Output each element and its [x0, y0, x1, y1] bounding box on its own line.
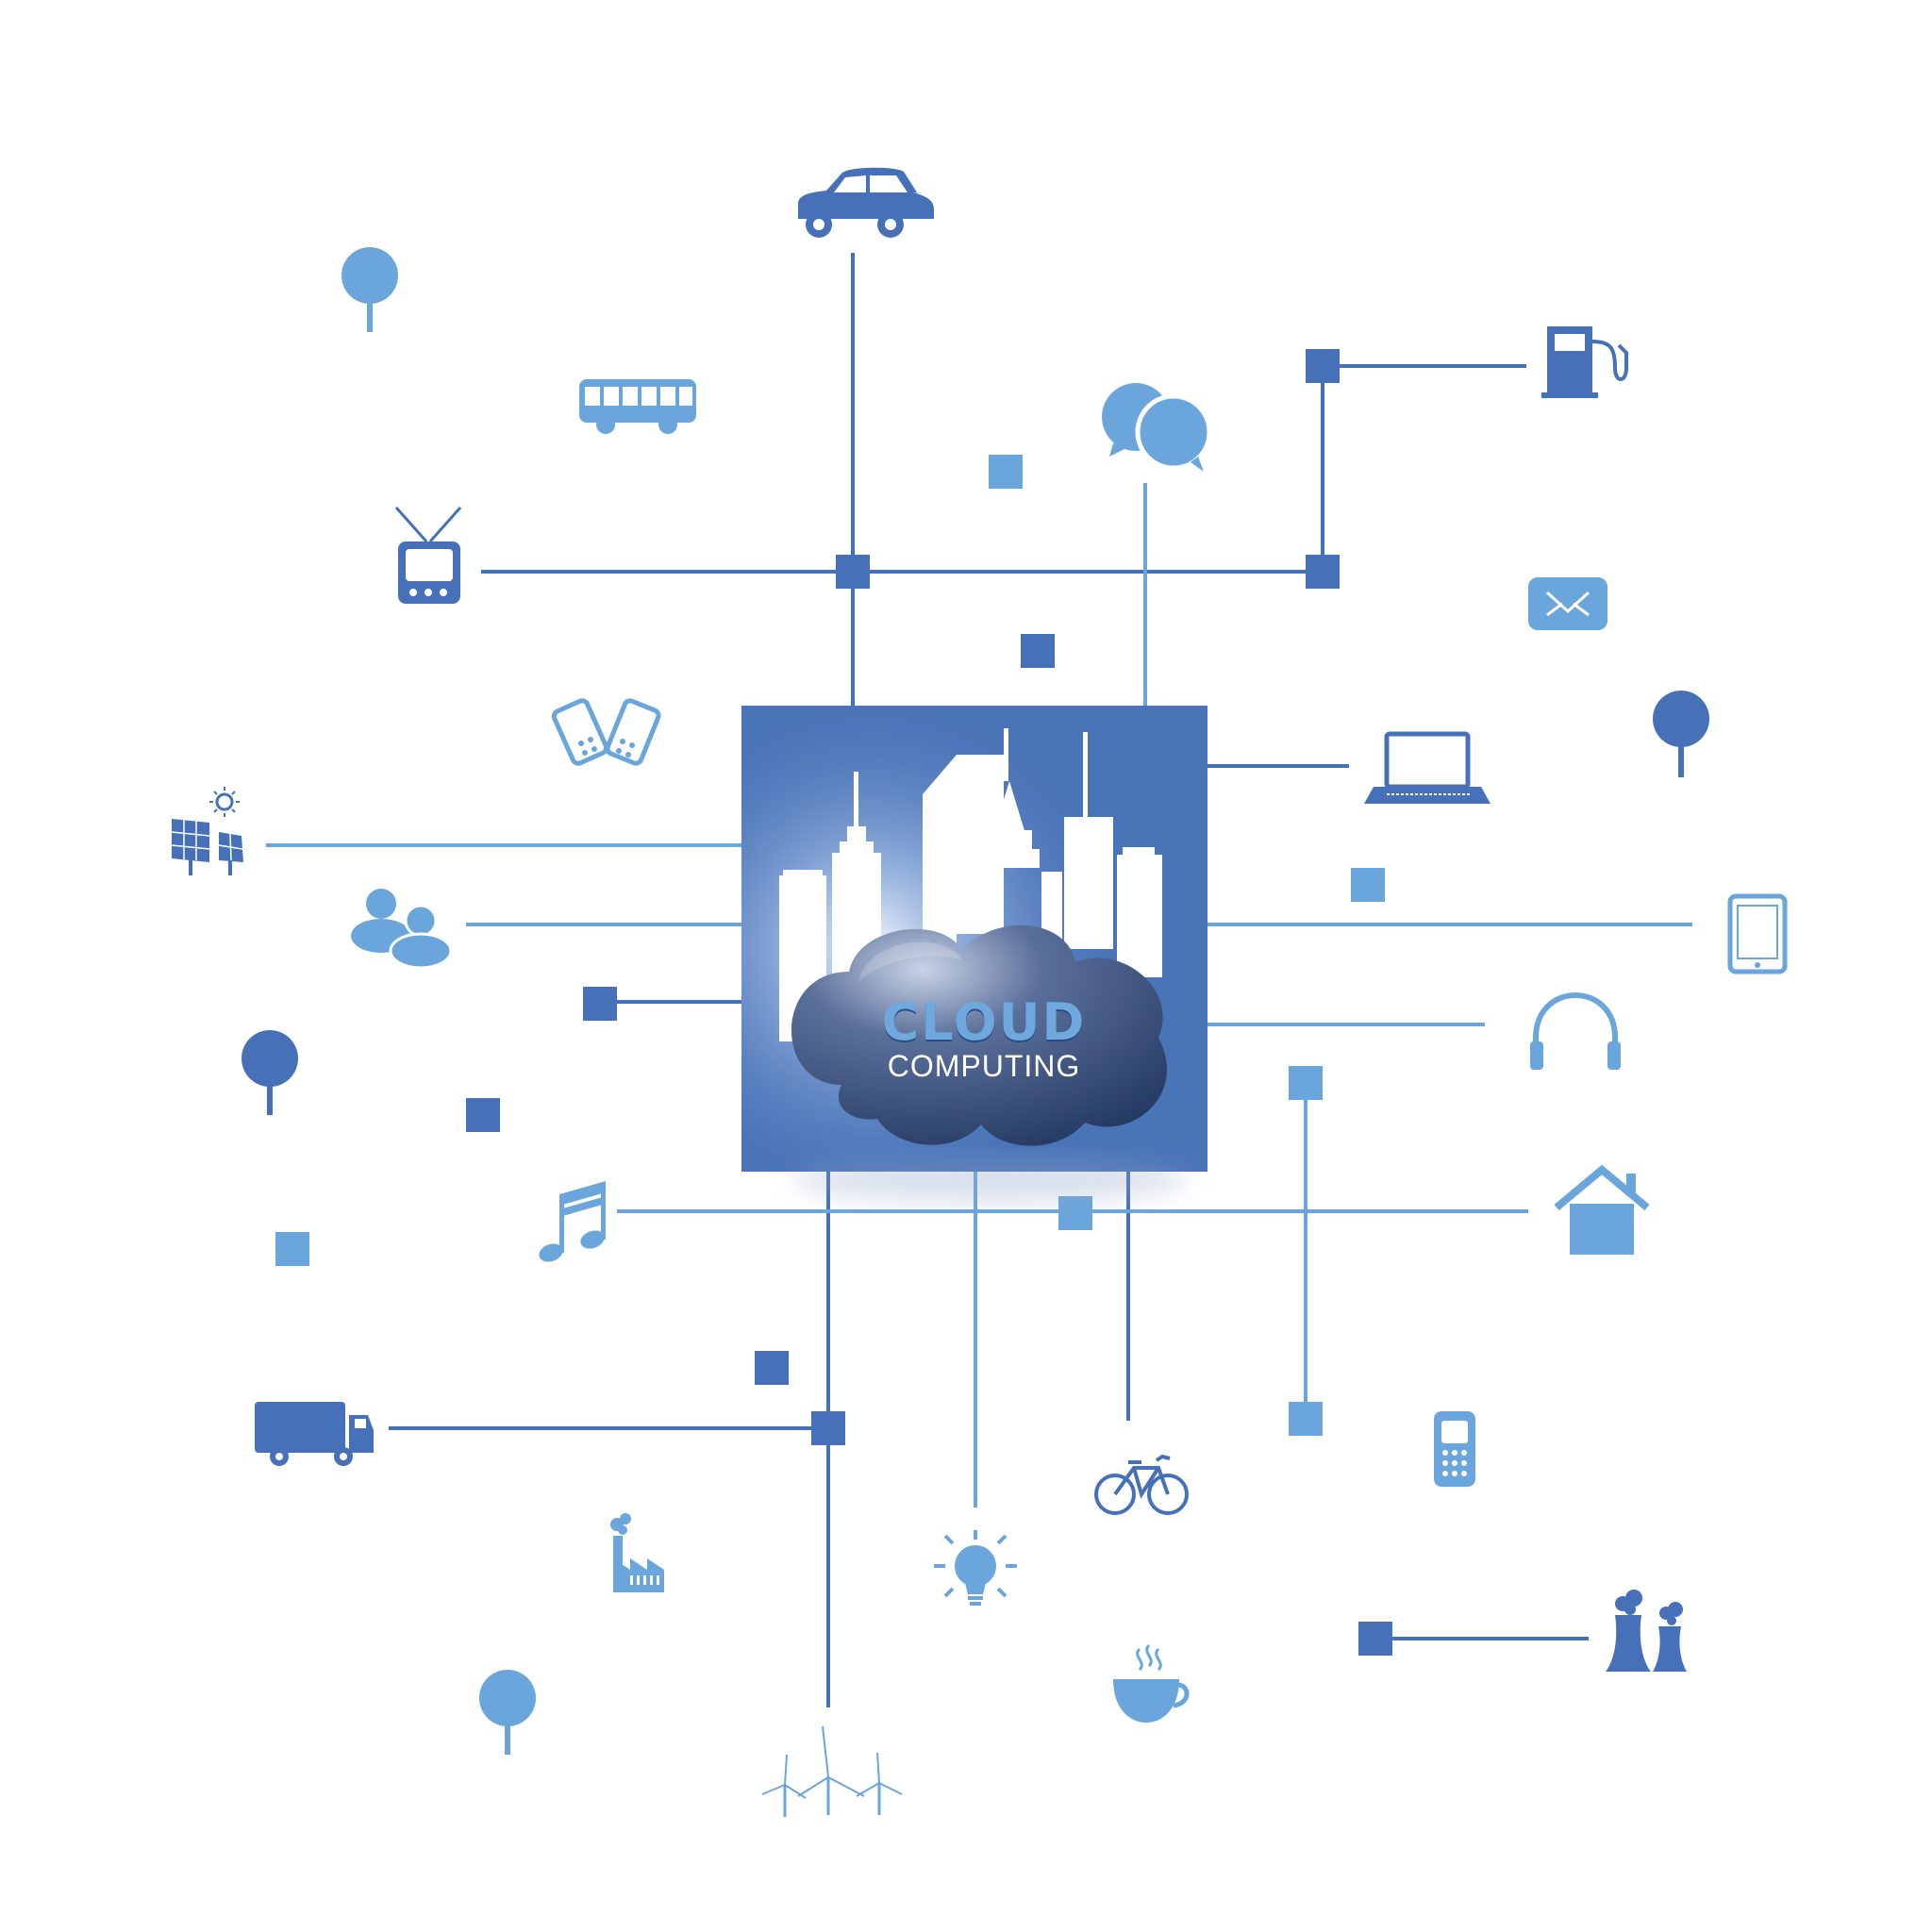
coffee-cup-icon [1113, 1643, 1190, 1723]
mobile-phones-icon [551, 698, 661, 766]
wind-turbine-icon [761, 1725, 903, 1817]
bus-icon [579, 379, 696, 434]
node [989, 455, 1023, 489]
chat-bubbles-icon [1102, 383, 1212, 472]
node [1306, 555, 1340, 589]
people-icon [351, 889, 453, 970]
node [275, 1232, 309, 1266]
house-icon [1554, 1164, 1650, 1255]
hub-subtitle: COMPUTING [887, 1049, 1081, 1083]
tree-icon [341, 247, 398, 332]
node [1021, 634, 1055, 668]
node [1358, 1622, 1392, 1656]
light-bulb-icon [934, 1530, 1017, 1606]
factory-icon [610, 1513, 664, 1592]
node [1289, 1402, 1323, 1436]
headphones-icon [1530, 992, 1621, 1070]
tree-icon [479, 1670, 536, 1755]
bicycle-icon [1094, 1454, 1189, 1515]
tree-icon [1653, 691, 1709, 777]
node [466, 1098, 500, 1132]
fuel-pump-icon [1541, 326, 1628, 398]
mail-icon [1528, 577, 1607, 630]
node [1351, 868, 1385, 902]
music-note-icon [539, 1181, 606, 1262]
connectors-light [266, 483, 1692, 1507]
hub-title: CLOUD [881, 992, 1087, 1052]
mobile-phones-keys [578, 737, 635, 758]
nodes-light [275, 455, 1385, 1436]
tablet-icon [1727, 893, 1788, 974]
node [1289, 1066, 1323, 1100]
truck-icon [255, 1402, 374, 1466]
car-icon [798, 167, 934, 238]
phone-icon [1434, 1411, 1475, 1487]
node [1306, 349, 1340, 383]
solar-panel-icon [171, 787, 243, 875]
node [1058, 1196, 1092, 1230]
tree-icon [242, 1030, 298, 1115]
nodes-dark [466, 349, 1392, 1656]
laptop-icon [1364, 731, 1491, 804]
power-plant-icon [1606, 1590, 1687, 1672]
tv-icon [394, 507, 462, 604]
node [836, 555, 870, 589]
node [755, 1351, 789, 1385]
cloud-icon [791, 924, 1167, 1146]
node [583, 987, 617, 1021]
node [811, 1411, 845, 1445]
